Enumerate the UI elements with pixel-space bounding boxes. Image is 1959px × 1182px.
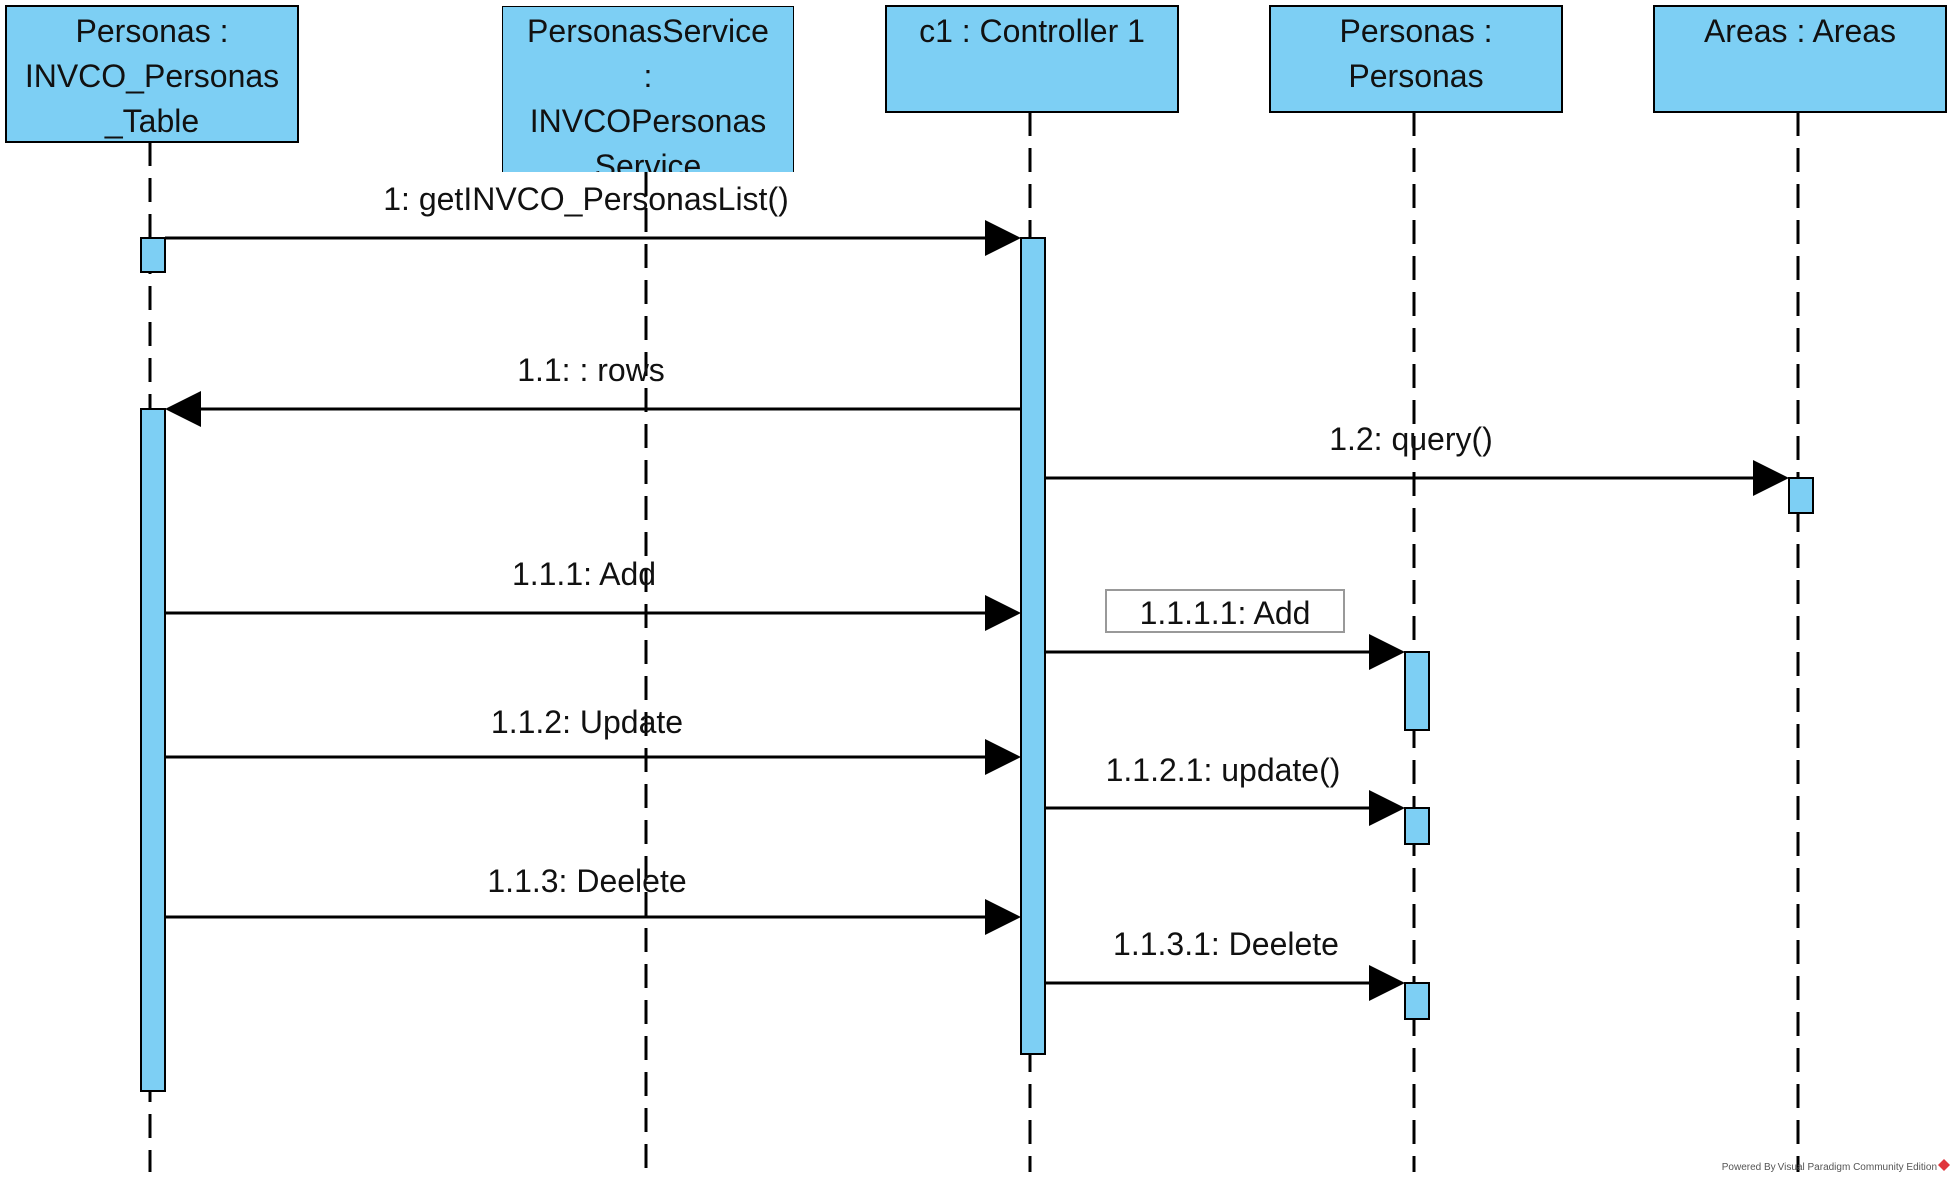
message-labels: 1: getINVCO_PersonasList() 1.1: : rows 1… — [383, 181, 1493, 962]
message-label-m1-1-3: 1.1.3: Deelete — [487, 863, 686, 899]
message-label-box — [1105, 589, 1345, 633]
lifeline-lines — [148, 112, 1800, 1172]
message-label-m1-1: 1.1: : rows — [517, 352, 665, 388]
footer: Powered By Visual Paradigm Community Edi… — [1722, 1159, 1950, 1173]
lifeline-head-personas-service: PersonasService : INVCOPersonas Service — [502, 6, 794, 184]
head-line: : — [644, 58, 653, 94]
visual-paradigm-logo-icon — [1938, 1159, 1950, 1171]
head-line: Personas : — [76, 13, 229, 49]
head-line: INVCOPersonas — [530, 103, 767, 139]
head-line: Areas : Areas — [1704, 13, 1896, 49]
lifeline-head-controller: c1 : Controller 1 — [885, 5, 1179, 113]
activation-personas-table-1 — [140, 237, 166, 273]
head-line: _Table — [104, 103, 199, 139]
message-arrow-m1-1 — [165, 391, 1021, 427]
head-line: PersonasService — [527, 13, 769, 49]
message-arrow-m1-1-1-1 — [1045, 634, 1405, 670]
message-arrow-m1-1-3 — [165, 899, 1021, 935]
message-arrow-m1-1-1 — [165, 595, 1021, 631]
activation-bars — [140, 237, 1814, 1092]
message-label-m1-1-1: 1.1.1: Add — [512, 556, 656, 592]
message-arrow-m1 — [165, 220, 1021, 256]
message-label-m1-1-2: 1.1.2: Update — [491, 704, 683, 740]
message-label-m1-1-3-1: 1.1.3.1: Deelete — [1113, 926, 1339, 962]
lifeline-head-areas: Areas : Areas — [1653, 5, 1947, 113]
activation-controller — [1020, 237, 1046, 1055]
message-arrow-m1-1-2-1 — [1045, 790, 1405, 826]
head-line: c1 : Controller 1 — [919, 13, 1145, 49]
message-arrows — [165, 220, 1789, 1001]
message-arrow-m1-1-3-1 — [1045, 965, 1405, 1001]
activation-areas — [1788, 477, 1814, 514]
head-line: Personas — [1348, 58, 1483, 94]
message-arrow-m1-2 — [1045, 460, 1789, 496]
head-line: Service — [595, 148, 702, 184]
activation-personas-1 — [1404, 651, 1430, 731]
activation-personas-table-2 — [140, 408, 166, 1092]
message-label-m1-1-2-1: 1.1.2.1: update() — [1106, 752, 1341, 788]
message-label-m1: 1: getINVCO_PersonasList() — [383, 181, 789, 217]
head-line: Personas : — [1340, 13, 1493, 49]
message-label-m1-2: 1.2: query() — [1329, 421, 1493, 457]
lifeline-head-personas-table: Personas : INVCO_Personas _Table — [5, 5, 299, 143]
message-arrow-m1-1-2 — [165, 739, 1021, 775]
footer-text: Powered By Visual Paradigm Community Edi… — [1722, 1162, 1937, 1173]
head-line: INVCO_Personas — [25, 58, 279, 94]
activation-personas-2 — [1404, 807, 1430, 845]
message-label-m1-1-1-1: 1.1.1.1: Add — [1140, 595, 1311, 631]
activation-personas-3 — [1404, 982, 1430, 1020]
lifeline-heads: Personas : INVCO_Personas _Table Persona… — [5, 5, 1947, 184]
lifeline-head-personas: Personas : Personas — [1269, 5, 1563, 113]
